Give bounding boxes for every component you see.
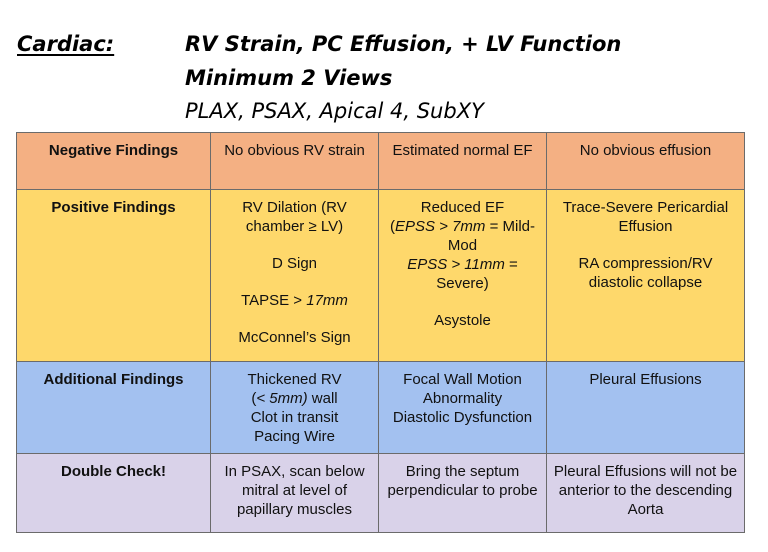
epss-severe-text: EPSS > 11mm = Severe) <box>407 256 518 292</box>
cell-negative-rv: No obvious RV strain <box>210 132 379 190</box>
header-views-required: Minimum 2 Views <box>185 66 393 90</box>
header: Cardiac: RV Strain, PC Effusion, + LV Fu… <box>0 0 768 128</box>
row-label-negative: Negative Findings <box>16 132 211 190</box>
findings-table: Negative Findings No obvious RV strain E… <box>16 132 745 533</box>
ra-compression-text: RA compression/RV diastolic collapse <box>578 255 713 291</box>
cell-positive-lv: Reduced EF (EPSS > 7mm = Mild-Mod EPSS >… <box>378 189 547 362</box>
cell-additional-lv: Focal Wall Motion Abnormality Diastolic … <box>378 361 547 454</box>
double-check-row: Double Check! In PSAX, scan below mitral… <box>16 453 745 533</box>
row-label-additional: Additional Findings <box>16 361 211 454</box>
additional-findings-row: Additional Findings Thickened RV (< 5mm)… <box>16 361 745 454</box>
cell-additional-rv: Thickened RV (< 5mm) wall Clot in transi… <box>210 361 379 454</box>
cell-double-check-pc: Pleural Effusions will not be anterior t… <box>546 453 745 533</box>
clot-transit-text: Clot in transit <box>250 409 339 426</box>
header-topics: RV Strain, PC Effusion, + LV Function <box>185 32 622 56</box>
cell-double-check-lv: Bring the septum perpendicular to probe <box>378 453 547 533</box>
cell-negative-pc: No obvious effusion <box>546 132 745 190</box>
diastolic-dysfunction-text: Diastolic Dysfunction <box>392 409 533 426</box>
mcconnel-sign-text: McConnel’s Sign <box>238 329 351 346</box>
rv-dilation-text: RV Dilation (RV chamber ≥ LV) <box>242 199 347 235</box>
section-label: Cardiac: <box>17 32 115 56</box>
tapse-text: TAPSE > 17mm <box>241 292 348 309</box>
d-sign-text: D Sign <box>271 255 318 272</box>
asystole-text: Asystole <box>434 312 491 329</box>
reduced-ef-text: Reduced EF <box>420 199 505 216</box>
epss-mild-text: (EPSS > 7mm = Mild-Mod <box>389 218 536 254</box>
positive-findings-row: Positive Findings RV Dilation (RV chambe… <box>16 189 745 362</box>
cell-positive-pc: Trace-Severe Pericardial Effusion RA com… <box>546 189 745 362</box>
thickened-rv-text: Thickened RV <box>247 371 342 388</box>
cell-negative-lv: Estimated normal EF <box>378 132 547 190</box>
header-view-list: PLAX, PSAX, Apical 4, SubXY <box>185 99 484 123</box>
negative-findings-row: Negative Findings No obvious RV strain E… <box>16 132 745 190</box>
cell-double-check-rv: In PSAX, scan below mitral at level of p… <box>210 453 379 533</box>
cell-additional-pc: Pleural Effusions <box>546 361 745 454</box>
row-label-positive: Positive Findings <box>16 189 211 362</box>
cell-positive-rv: RV Dilation (RV chamber ≥ LV) D Sign TAP… <box>210 189 379 362</box>
row-label-double-check: Double Check! <box>16 453 211 533</box>
focal-wall-motion-text: Focal Wall Motion Abnormality <box>403 371 522 407</box>
pacing-wire-text: Pacing Wire <box>254 428 335 445</box>
trace-severe-text: Trace-Severe Pericardial Effusion <box>562 199 729 235</box>
rv-wall-text: (< 5mm) wall <box>251 390 338 407</box>
